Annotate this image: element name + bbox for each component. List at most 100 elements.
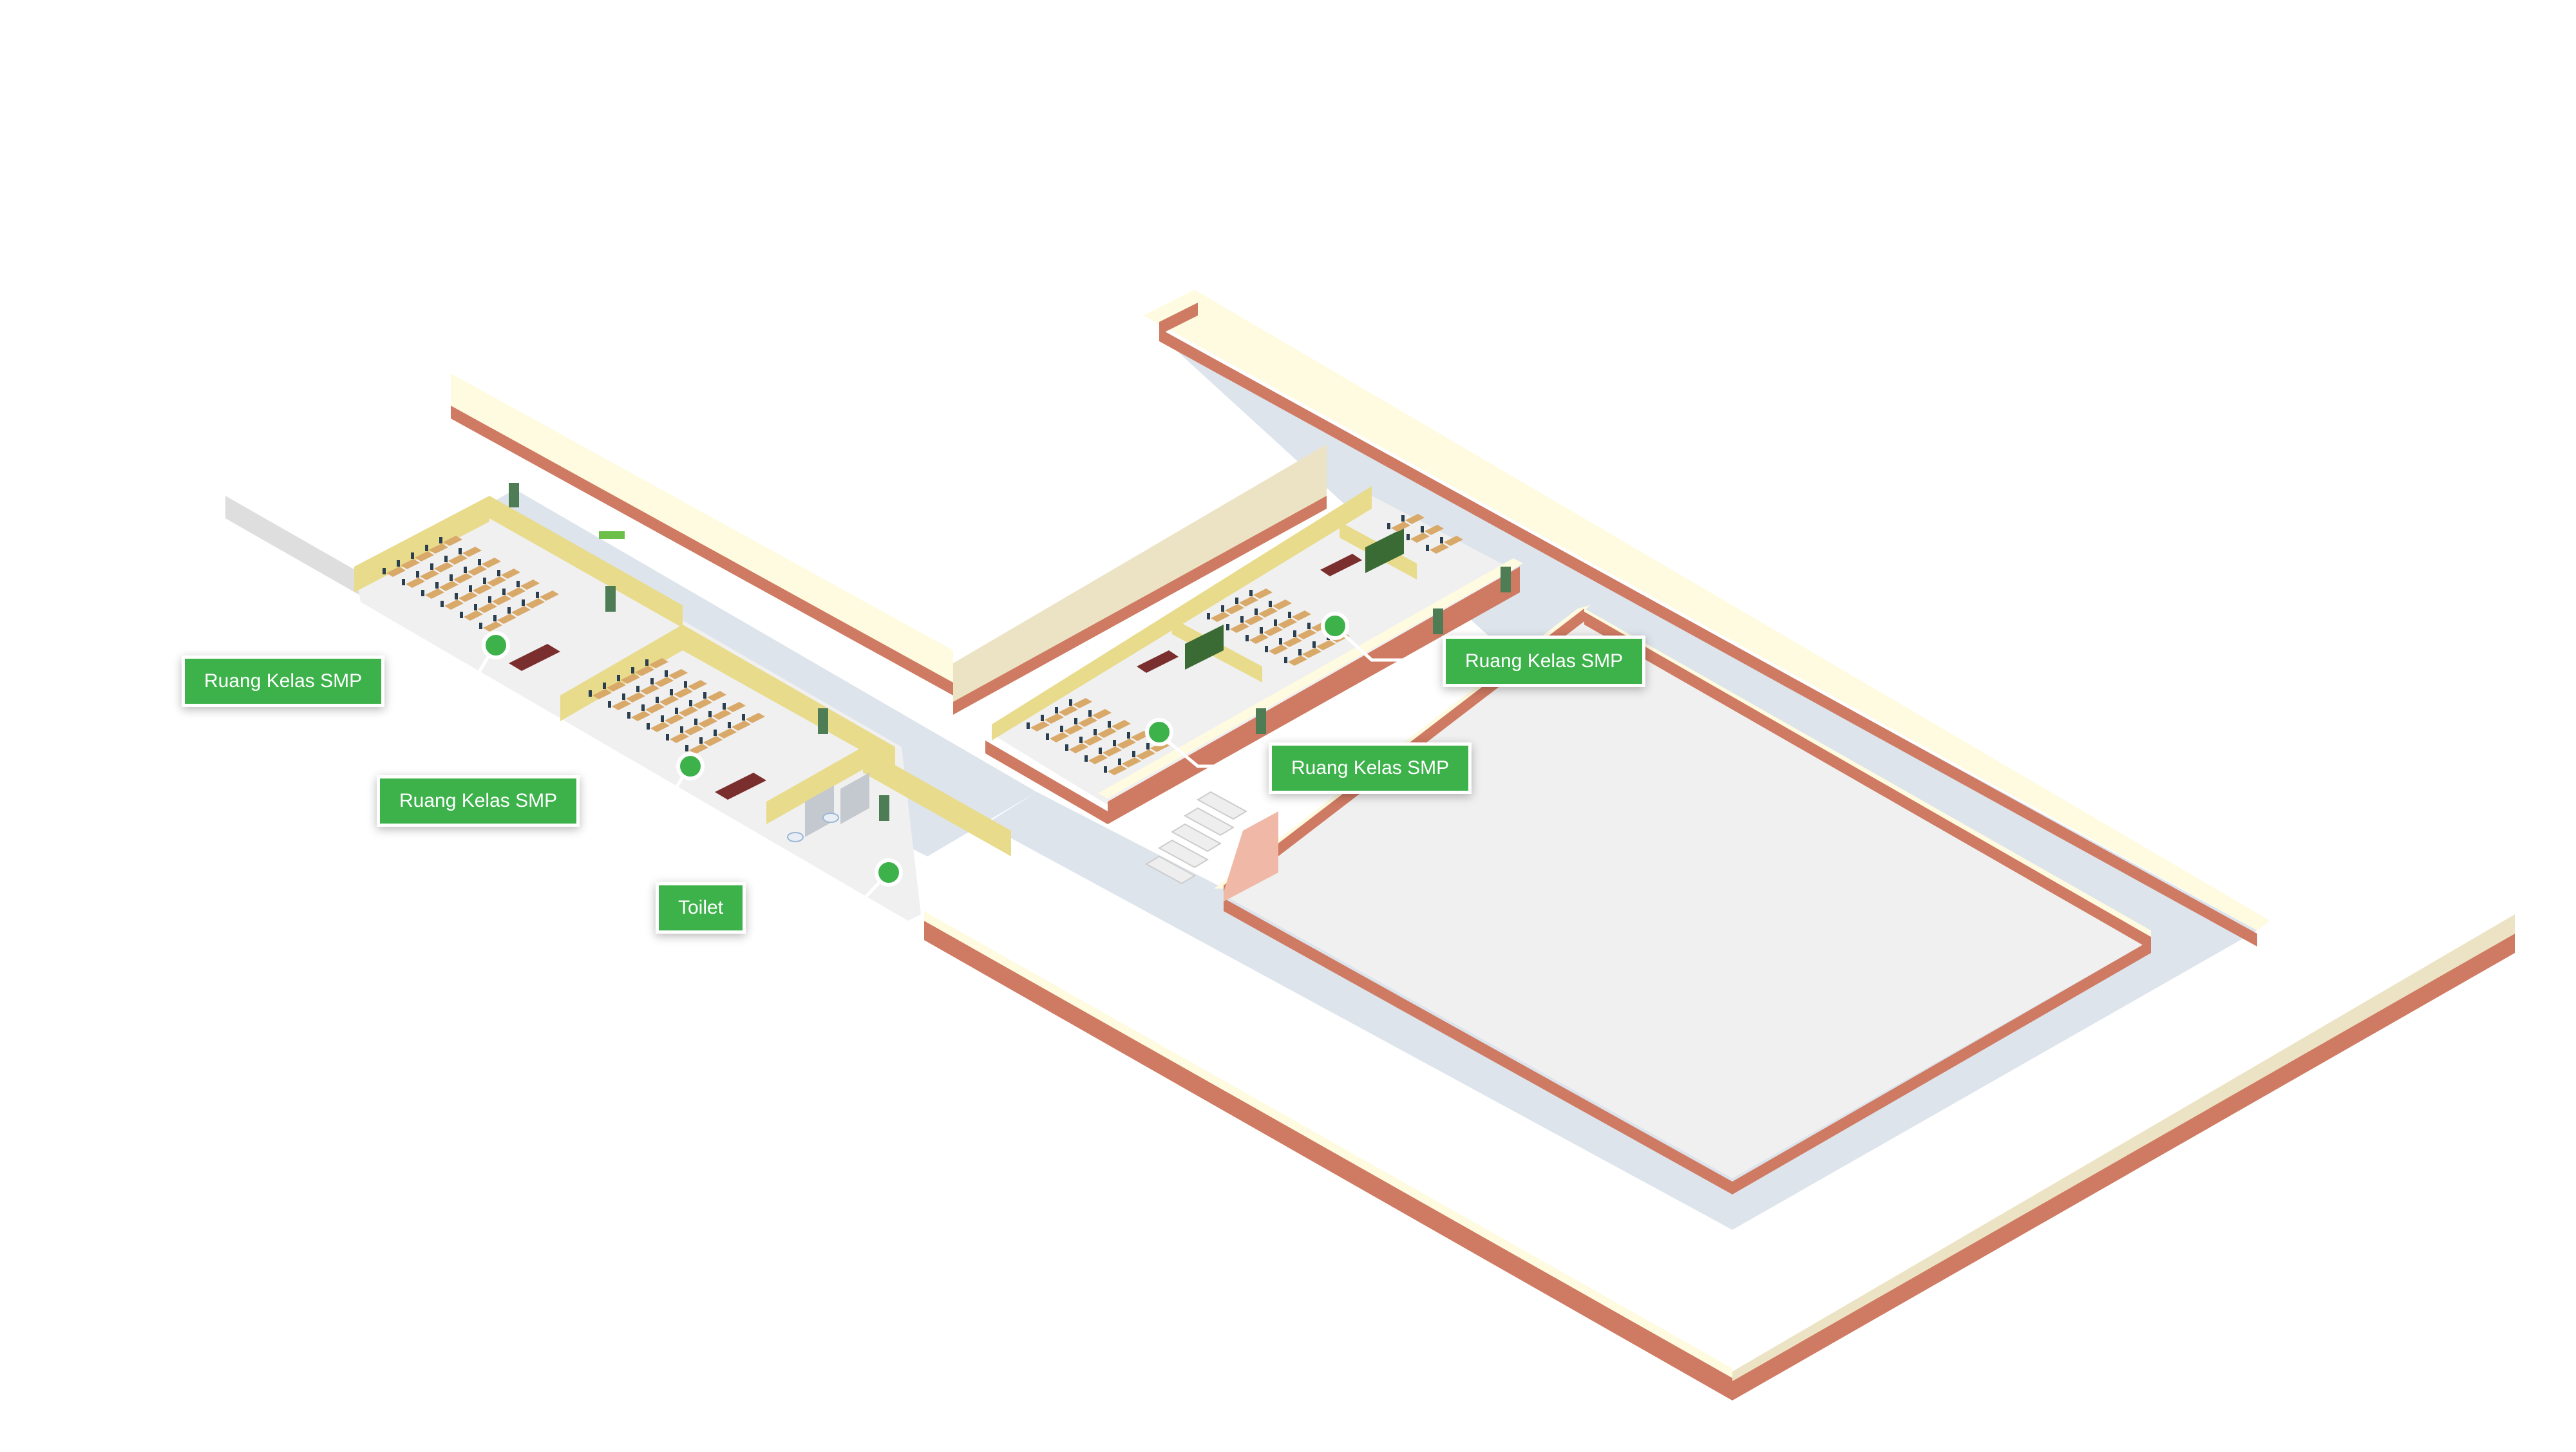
student-chair	[636, 686, 639, 692]
teacher-desk	[715, 773, 766, 800]
student-chair	[714, 730, 717, 736]
student-desk	[439, 581, 459, 591]
student-desk	[689, 744, 708, 754]
label-ruang-kelas-smp[interactable]: Ruang Kelas SMP	[1269, 742, 1472, 794]
marker-dot[interactable]	[482, 631, 510, 659]
label-ruang-kelas-smp[interactable]: Ruang Kelas SMP	[1443, 636, 1646, 687]
student-chair	[1440, 537, 1443, 543]
left-block-room-wall	[683, 625, 895, 769]
student-chair	[665, 670, 668, 677]
student-chair	[464, 567, 467, 573]
student-chair	[650, 678, 654, 684]
student-chair	[1118, 759, 1121, 765]
upper-block-roof-wall	[953, 473, 1327, 708]
student-chair	[459, 548, 462, 554]
student-desk	[386, 567, 406, 577]
blackboard	[1185, 625, 1224, 670]
student-chair	[1406, 534, 1410, 540]
label-ruang-kelas-smp[interactable]: Ruang Kelas SMP	[182, 655, 385, 707]
student-chair	[1221, 605, 1224, 612]
student-desk	[520, 580, 540, 590]
student-chair	[536, 592, 539, 598]
student-desk	[501, 569, 520, 579]
student-desk	[462, 547, 482, 557]
student-desk	[1122, 757, 1141, 768]
student-chair	[1146, 743, 1150, 750]
student-chair	[460, 612, 463, 618]
student-chair	[383, 568, 386, 574]
marker-dot[interactable]	[875, 858, 903, 887]
student-desk	[511, 606, 531, 616]
student-desk	[1244, 615, 1264, 625]
door	[605, 586, 616, 612]
student-desk	[1273, 599, 1292, 610]
leader-line	[1335, 627, 1446, 662]
student-desk	[1073, 698, 1092, 708]
student-chair	[728, 722, 731, 728]
upper-block-back-wall	[992, 486, 1372, 740]
student-chair	[1069, 699, 1072, 706]
student-desk	[1112, 720, 1131, 730]
toilet-bowl	[822, 813, 839, 823]
student-desk	[468, 565, 487, 576]
student-desk	[1108, 765, 1127, 775]
student-desk	[1064, 724, 1083, 735]
student-desk	[621, 674, 640, 684]
student-desk	[492, 595, 511, 605]
label-ruang-kelas-smp[interactable]: Ruang Kelas SMP	[377, 775, 580, 827]
student-desk	[698, 717, 717, 728]
student-chair	[723, 703, 726, 710]
student-chair	[1279, 638, 1282, 645]
student-chair	[1426, 545, 1429, 551]
student-desk	[674, 688, 693, 698]
student-chair	[474, 604, 477, 610]
student-desk	[693, 699, 712, 709]
upper-block-front-wall-side	[1108, 567, 1520, 824]
left-block-top-wall	[451, 373, 953, 689]
toilet-partition	[840, 773, 869, 824]
student-desk	[640, 684, 659, 695]
student-chair	[589, 690, 592, 697]
student-desk	[443, 536, 462, 546]
student-desk	[1117, 739, 1136, 749]
student-desk	[654, 677, 674, 687]
student-chair	[1288, 612, 1291, 618]
student-chair	[647, 723, 650, 730]
student-chair	[1104, 766, 1107, 773]
upper-block	[953, 473, 1523, 824]
student-desk	[1430, 543, 1449, 554]
student-desk	[487, 576, 506, 587]
student-desk	[1297, 629, 1316, 639]
left-block-top-wall-side	[451, 406, 953, 695]
teacher-desk	[509, 644, 560, 671]
left-block-back-wall	[354, 496, 489, 592]
student-desk	[1097, 728, 1117, 738]
student-chair	[1265, 646, 1268, 652]
student-chair	[627, 712, 630, 719]
marker-dot[interactable]	[1321, 612, 1349, 640]
student-desk	[712, 710, 732, 720]
student-desk	[464, 610, 483, 621]
student-chair	[1401, 515, 1405, 522]
student-desk	[448, 554, 468, 565]
student-chair	[1240, 616, 1244, 623]
outer-platform-side-right	[1732, 934, 2515, 1400]
stair-step	[1157, 839, 1209, 869]
student-chair	[1074, 718, 1077, 724]
stair-step	[1144, 855, 1197, 885]
student-chair	[1249, 590, 1253, 596]
student-desk	[425, 589, 444, 599]
door	[818, 708, 828, 734]
student-chair	[1041, 715, 1044, 721]
student-chair	[479, 623, 482, 629]
student-desk	[506, 587, 526, 598]
student-chair	[444, 556, 448, 562]
student-chair	[1099, 748, 1102, 754]
student-desk	[483, 621, 502, 632]
student-chair	[1108, 721, 1111, 728]
student-chair	[493, 615, 497, 621]
marker-dot[interactable]	[676, 752, 705, 780]
marker-dot[interactable]	[1145, 718, 1173, 746]
label-toilet[interactable]: Toilet	[656, 882, 746, 934]
student-desk	[482, 558, 501, 568]
